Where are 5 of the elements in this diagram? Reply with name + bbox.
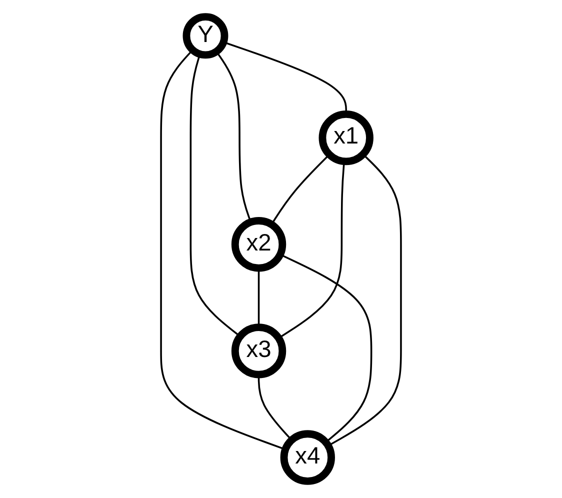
node-circle: x3 xyxy=(231,324,286,378)
node-circle: x1 xyxy=(318,110,374,166)
node-circle: x4 xyxy=(280,430,335,485)
node-circle: x2 xyxy=(231,217,286,272)
node-circle: Y xyxy=(182,13,228,59)
